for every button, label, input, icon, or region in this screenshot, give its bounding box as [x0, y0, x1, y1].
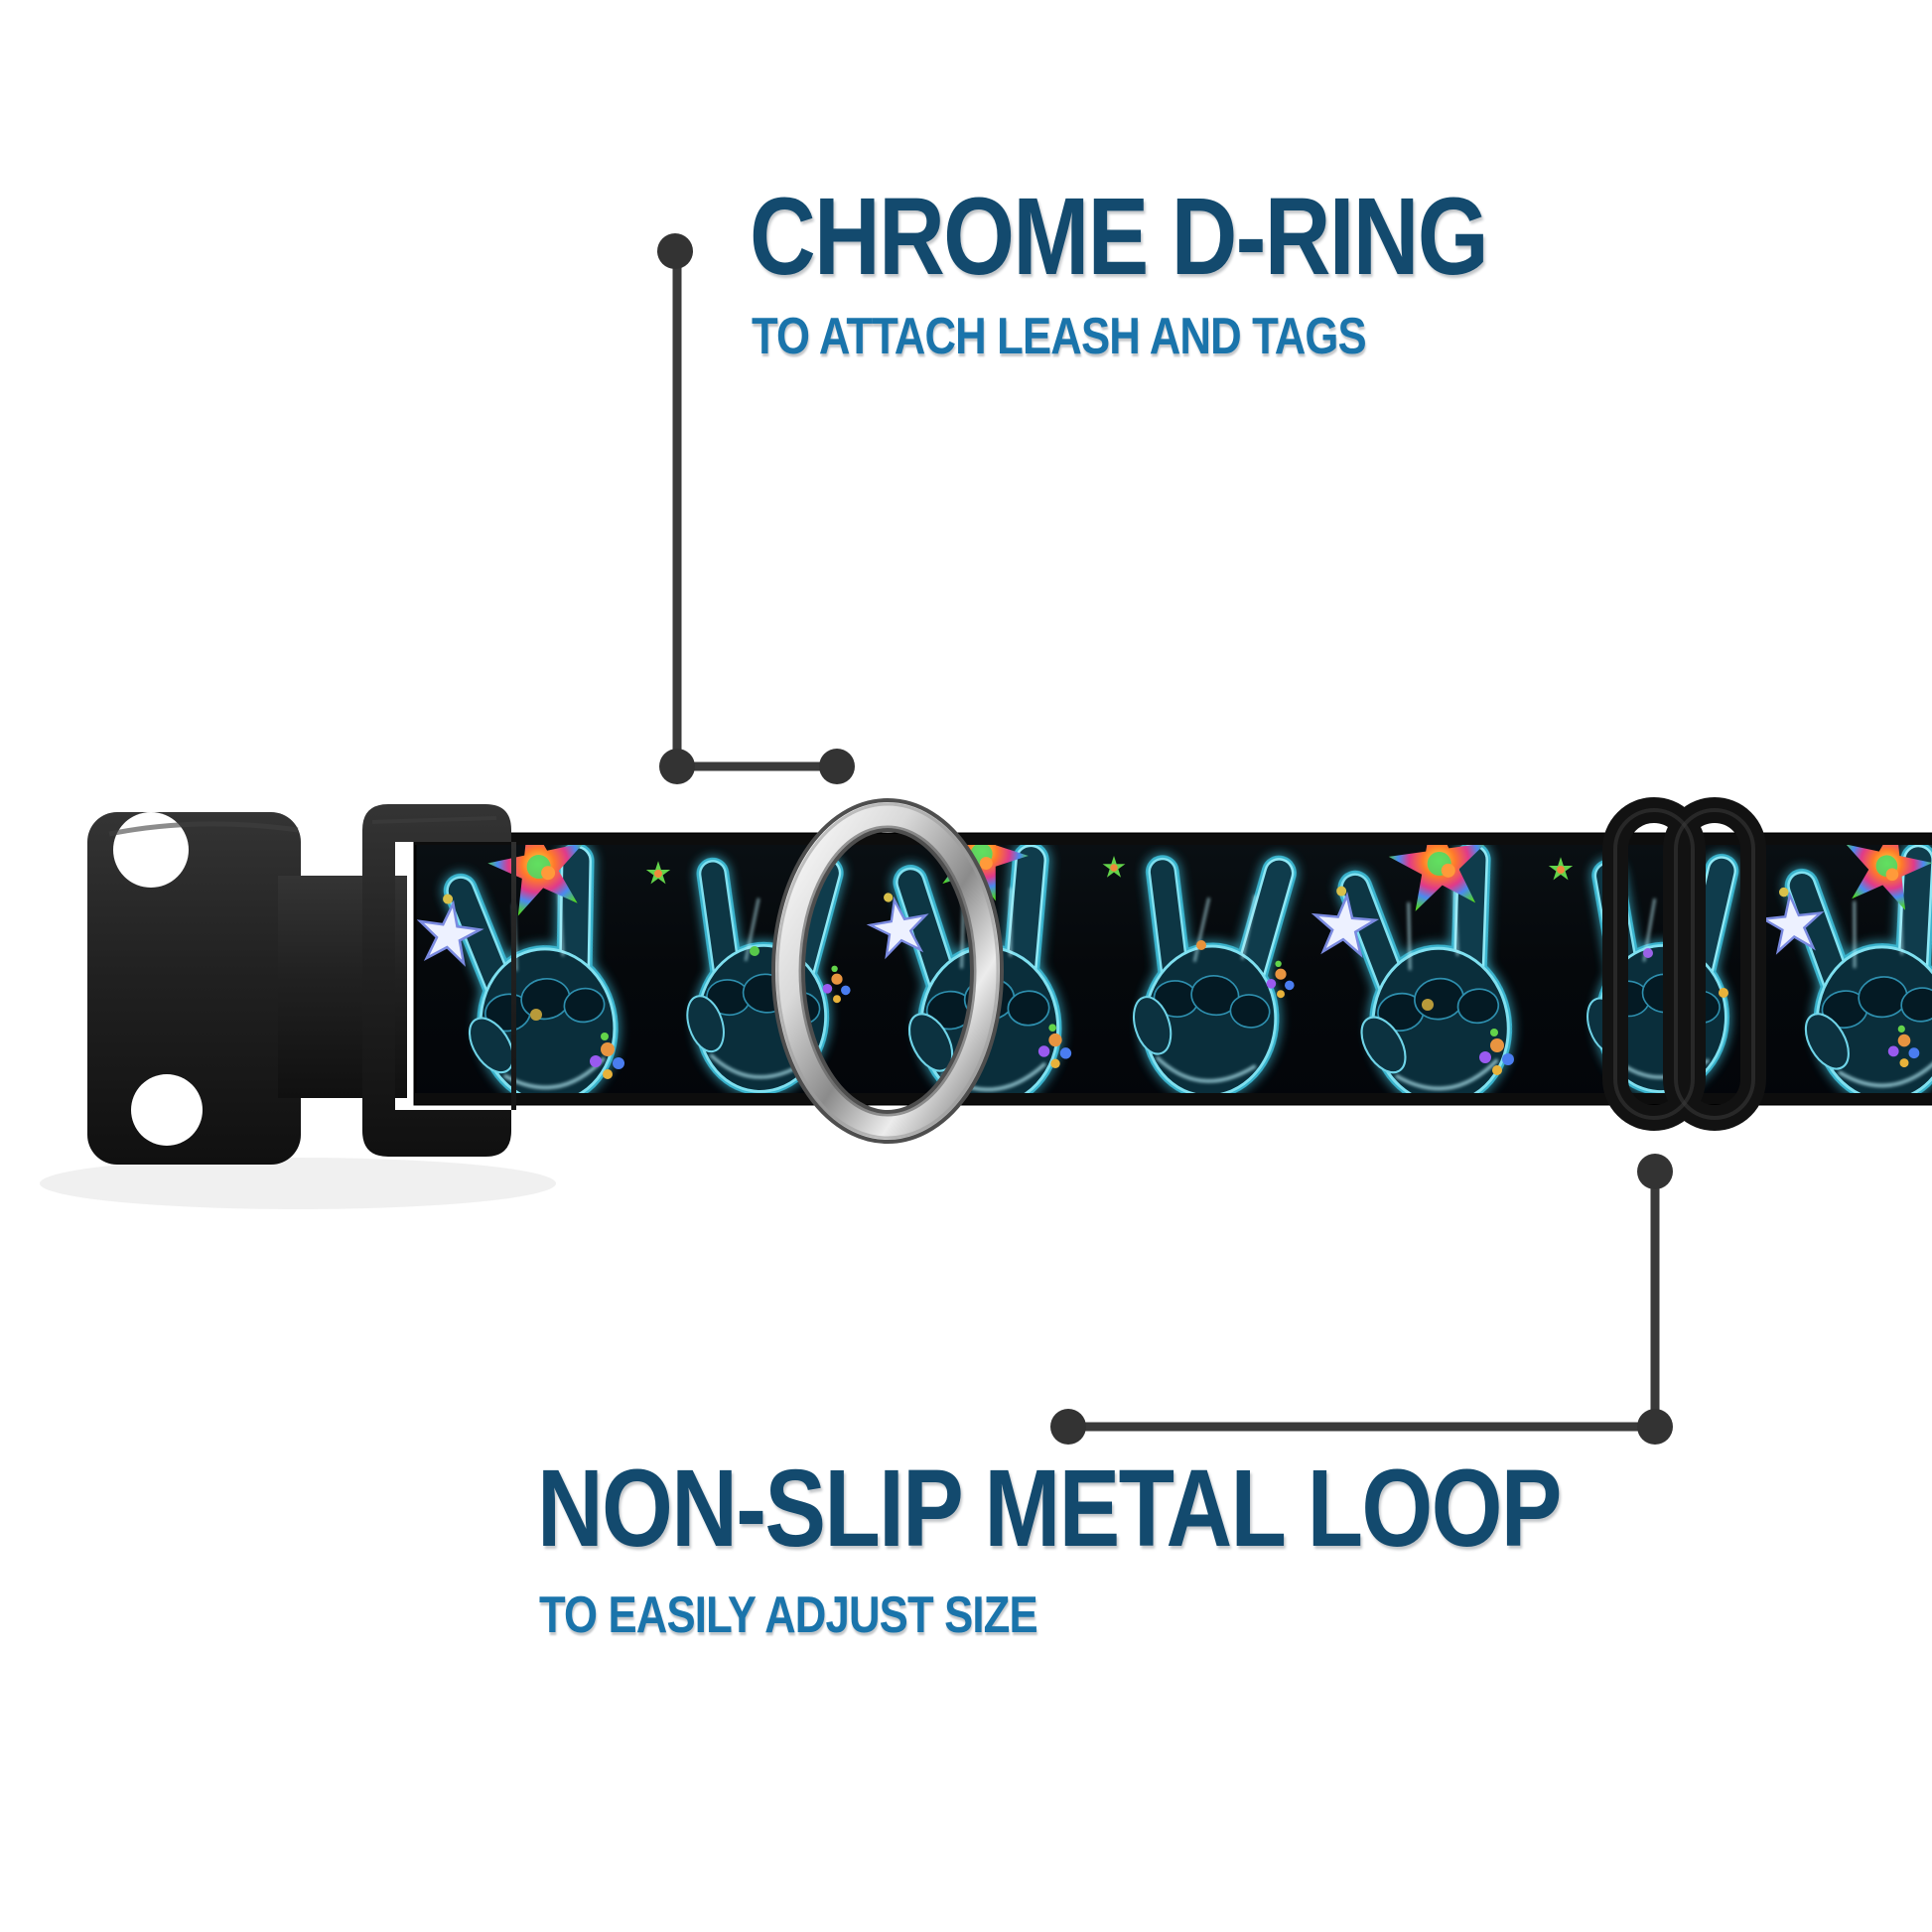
top-leader-line	[657, 233, 855, 784]
chrome-d-ring	[771, 798, 1004, 1144]
bottom-leader-dot-corner	[1637, 1409, 1673, 1445]
top-annotation-title: CHROME D-RING	[750, 176, 1489, 298]
bottom-annotation-subtitle: TO EASILY ADJUST SIZE	[539, 1587, 1038, 1644]
buckle-bottom-notch	[131, 1074, 203, 1146]
plastic-buckle	[87, 804, 516, 1165]
strap-top-edge	[415, 834, 1932, 845]
bottom-annotation-title: NON-SLIP METAL LOOP	[537, 1448, 1562, 1570]
top-leader-dot-corner	[659, 749, 695, 784]
bottom-leader-dot-end	[1050, 1409, 1086, 1445]
bottom-leader-dot-part	[1637, 1154, 1673, 1189]
buckle-shadow	[40, 1158, 556, 1209]
strap-bottom-edge	[415, 1093, 1932, 1104]
metal-slide-loop	[1602, 797, 1766, 1131]
top-annotation-subtitle: TO ATTACH LEASH AND TAGS	[752, 308, 1367, 365]
bottom-leader-line	[1050, 1154, 1673, 1445]
top-leader-dot-label	[657, 233, 693, 269]
top-leader-dot-end	[819, 749, 855, 784]
